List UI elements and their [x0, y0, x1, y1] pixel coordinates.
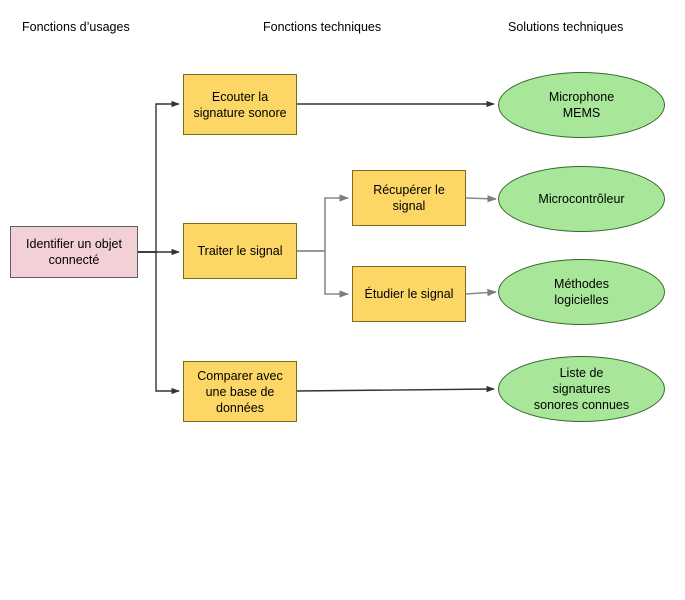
node-label: Méthodes logicielles	[554, 277, 609, 307]
node-label: Traiter le signal	[197, 244, 283, 258]
node-label: Identifier un objet connecté	[26, 237, 122, 267]
node-label: Microphone MEMS	[548, 90, 615, 120]
column-header-techniques: Fonctions techniques	[263, 20, 382, 34]
column-header-usages: Fonctions d’usages	[22, 20, 130, 34]
edge-traiter-to-etudier	[297, 250, 349, 298]
edge-identifier-to-comparer	[138, 251, 180, 395]
node-label: Ecouter la signature sonore	[193, 89, 287, 120]
node-label: Liste de signatures sonores connues	[533, 366, 630, 412]
node-label: Récupérer le signal	[373, 183, 445, 213]
node-methodes-logicielles[interactable]: Méthodes logicielles	[498, 259, 665, 325]
node-label: Comparer avec une base de données	[197, 368, 283, 415]
node-etudier-le-signal[interactable]: Étudier le signal	[352, 266, 466, 322]
edge-recuperer-to-mcu	[465, 195, 497, 203]
node-ecouter-la-signature-sonore[interactable]: Ecouter la signature sonore	[183, 74, 297, 135]
node-label: Microcontrôleur	[538, 192, 625, 206]
edge-traiter-to-recuperer	[297, 194, 349, 252]
node-microphone-mems[interactable]: Microphone MEMS	[498, 72, 665, 138]
node-label: Étudier le signal	[364, 287, 454, 301]
node-liste-de-signatures-sonores-connues[interactable]: Liste de signatures sonores connues	[498, 356, 665, 422]
edge-comparer-to-liste	[296, 385, 495, 393]
column-header-solutions: Solutions techniques	[508, 20, 624, 34]
node-traiter-le-signal[interactable]: Traiter le signal	[183, 223, 297, 279]
node-comparer-avec-une-base-de-donnees[interactable]: Comparer avec une base de données	[183, 361, 297, 422]
edge-etudier-to-methodes	[465, 288, 497, 297]
node-microcontroleur[interactable]: Microcontrôleur	[498, 166, 665, 232]
node-recuperer-le-signal[interactable]: Récupérer le signal	[352, 170, 466, 226]
node-identifier-un-objet-connecte[interactable]: Identifier un objet connecté	[10, 226, 138, 278]
edge-identifier-to-ecouter	[138, 100, 180, 253]
